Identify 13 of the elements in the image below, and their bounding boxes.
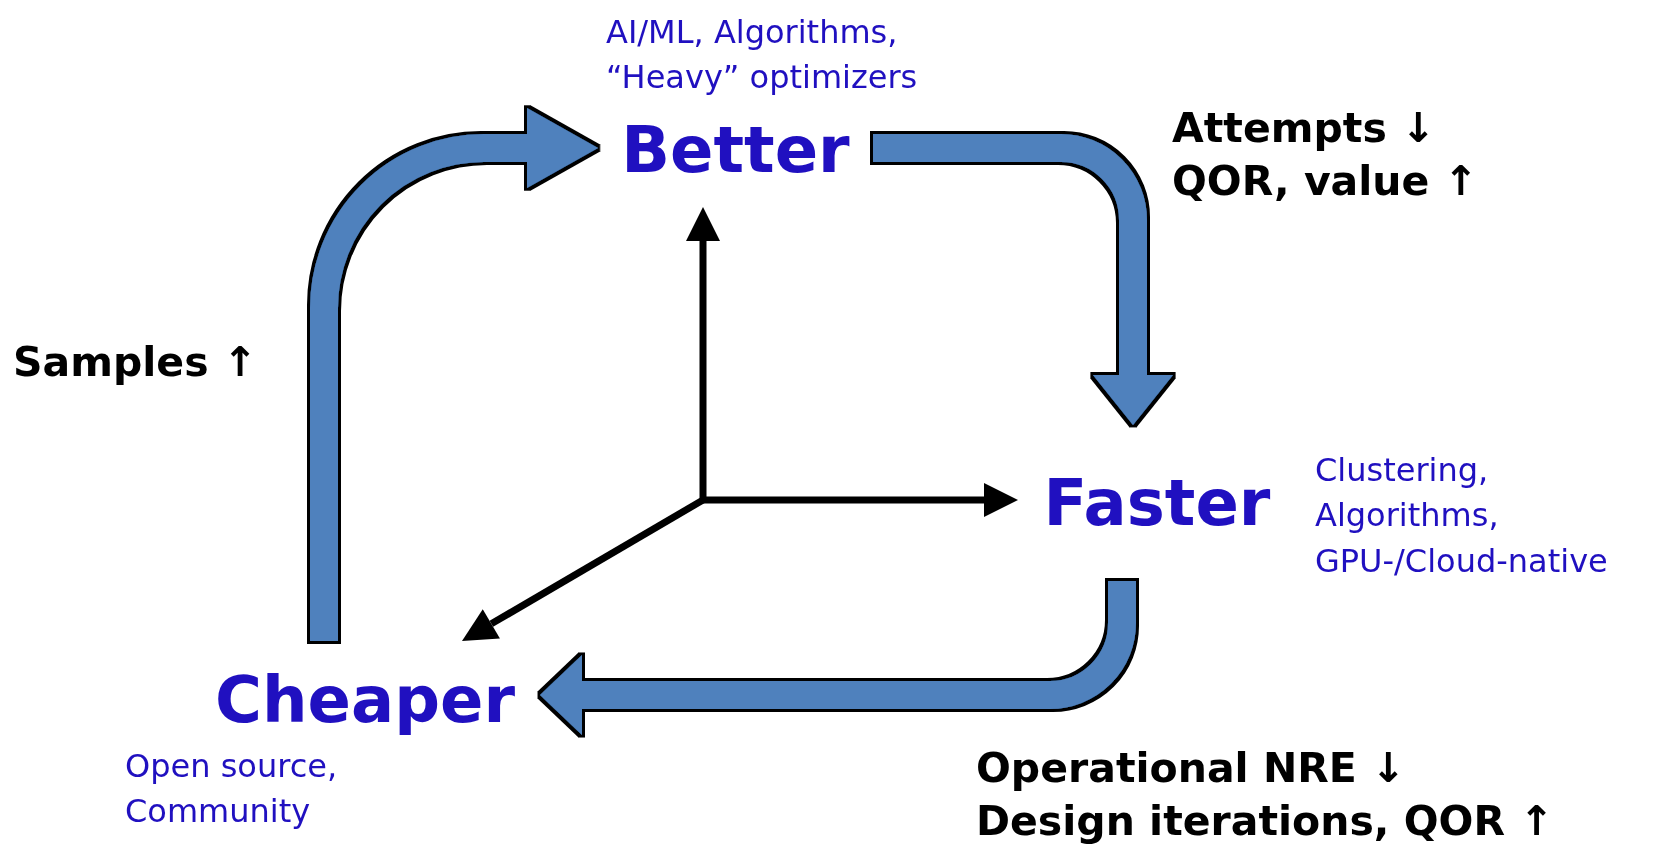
- note-text: Open source, Community: [125, 746, 339, 833]
- axis-heading: Better: [621, 117, 850, 182]
- arrow: [462, 496, 705, 641]
- note-text: Clustering, Algorithms, GPU-/Cloud-native: [1315, 450, 1609, 582]
- arrow: [703, 483, 1018, 517]
- block-arrow: [310, 108, 598, 641]
- edge-label: Attempts ↓ QOR, value ↑: [1172, 103, 1479, 208]
- block-arrow: [873, 134, 1173, 425]
- edge-label: Operational NRE ↓ Design iterations, QOR ↑: [976, 743, 1555, 848]
- axis-heading: Faster: [1043, 471, 1271, 535]
- edge-label: Samples ↑: [13, 337, 259, 388]
- note-text: AI/ML, Algorithms, “Heavy” optimizers: [606, 12, 919, 99]
- arrow: [686, 207, 720, 500]
